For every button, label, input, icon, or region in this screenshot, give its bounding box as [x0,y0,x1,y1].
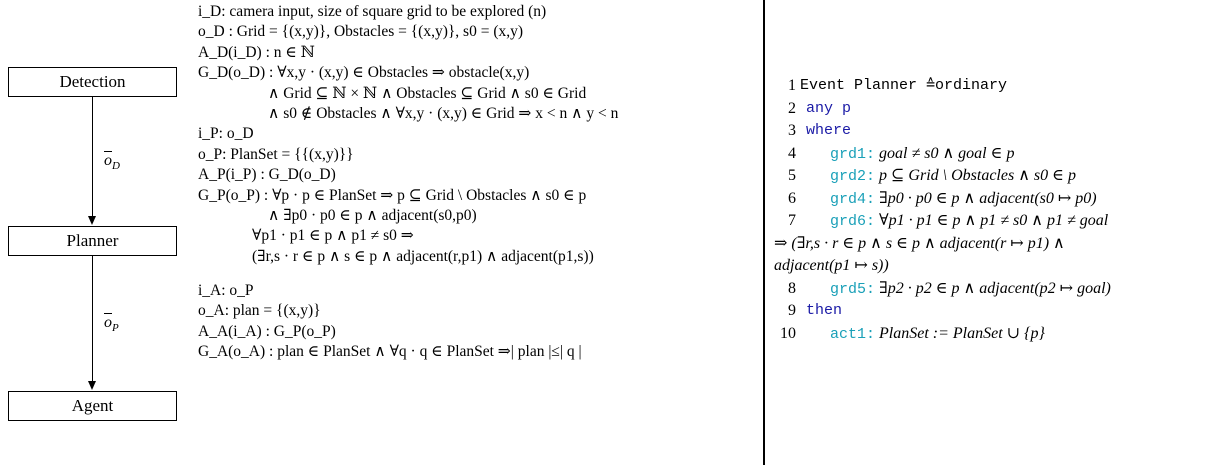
spec-line: o_D : Grid = {(x,y)}, Obstacles = {(x,y)… [198,23,524,41]
planner-to-agent-line [92,256,93,381]
agent-box: Agent [8,391,177,421]
spec-line: ∀p1 · p1 ∈ p ∧ p1 ≠ s0 ⇒ [252,227,414,245]
planner-box: Planner [8,226,177,256]
spec-line: o_P: PlanSet = {{(x,y)}} [198,145,354,163]
spec-line: ∧ Grid ⊆ ℕ × ℕ ∧ Obstacles ⊆ Grid ∧ s0 ∈… [268,84,587,102]
edge-label-op: oP [104,314,119,335]
arrowhead-agent [88,381,96,390]
edge-label-od: oD [104,152,120,173]
detection-to-planner-line [92,97,93,216]
spec-line: G_P(o_P) : ∀p · p ∈ PlanSet ⇒ p ⊆ Grid \… [198,186,587,204]
spec-line: i_A: o_P [198,282,254,300]
spec-line: o_A: plan = {(x,y)} [198,302,321,320]
spec-line: G_D(o_D) : ∀x,y · (x,y) ∈ Obstacles ⇒ ob… [198,64,530,82]
spec-line: i_D: camera input, size of square grid t… [198,3,547,20]
spec-line: ∧ s0 ∉ Obstacles ∧ ∀x,y · (x,y) ∈ Grid ⇒… [268,104,619,122]
spec-line: G_A(o_A) : plan ∈ PlanSet ∧ ∀q · q ∈ Pla… [198,343,582,361]
spec-line: i_P: o_D [198,125,254,143]
detection-box: Detection [8,67,177,97]
spec-line: (∃r,s · r ∈ p ∧ s ∈ p ∧ adjacent(r,p1) ∧… [252,247,594,265]
spec-line: ∧ ∃p0 · p0 ∈ p ∧ adjacent(s0,p0) [268,206,477,224]
column-divider [763,0,765,465]
arrowhead-planner [88,216,96,225]
contract-specifications: i_D: camera input, size of square grid t… [198,2,758,363]
spec-line: A_A(i_A) : G_P(o_P) [198,322,336,340]
spec-line: A_P(i_P) : G_D(o_D) [198,166,336,184]
spec-line: A_D(i_D) : n ∈ ℕ [198,43,315,61]
